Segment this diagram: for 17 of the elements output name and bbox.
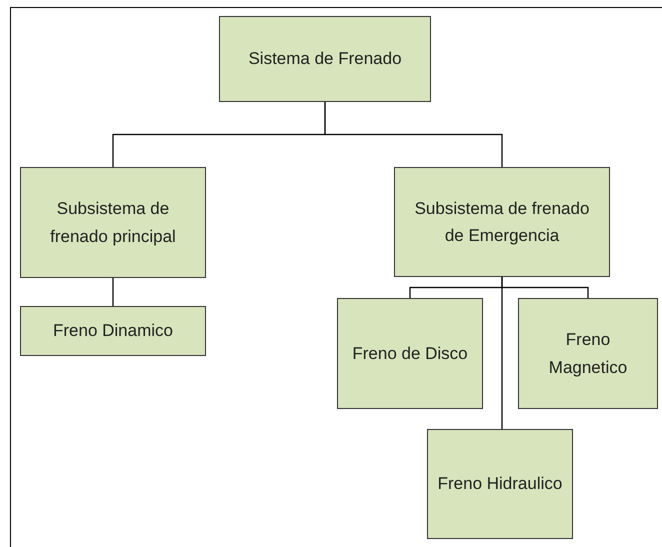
box-label: Freno Magnetico	[548, 329, 628, 378]
org-box	[518, 298, 658, 409]
box-label: Freno de Disco	[352, 342, 468, 365]
org-box	[337, 298, 483, 409]
connector-line	[324, 102, 503, 167]
connector-line	[501, 277, 503, 429]
box-label: Subsistema de frenado principal	[49, 198, 177, 248]
connector-line	[112, 278, 114, 306]
org-box	[20, 306, 206, 356]
org-box	[427, 429, 573, 539]
org-box	[219, 16, 431, 102]
box-label: Sistema de Frenado	[248, 48, 402, 70]
box-label: Freno Dinamico	[53, 320, 173, 342]
org-box	[20, 167, 206, 278]
box-label: Freno Hidraulico	[438, 473, 562, 496]
box-label: Subsistema de frenado de Emergencia	[414, 198, 590, 247]
org-box	[394, 167, 610, 277]
